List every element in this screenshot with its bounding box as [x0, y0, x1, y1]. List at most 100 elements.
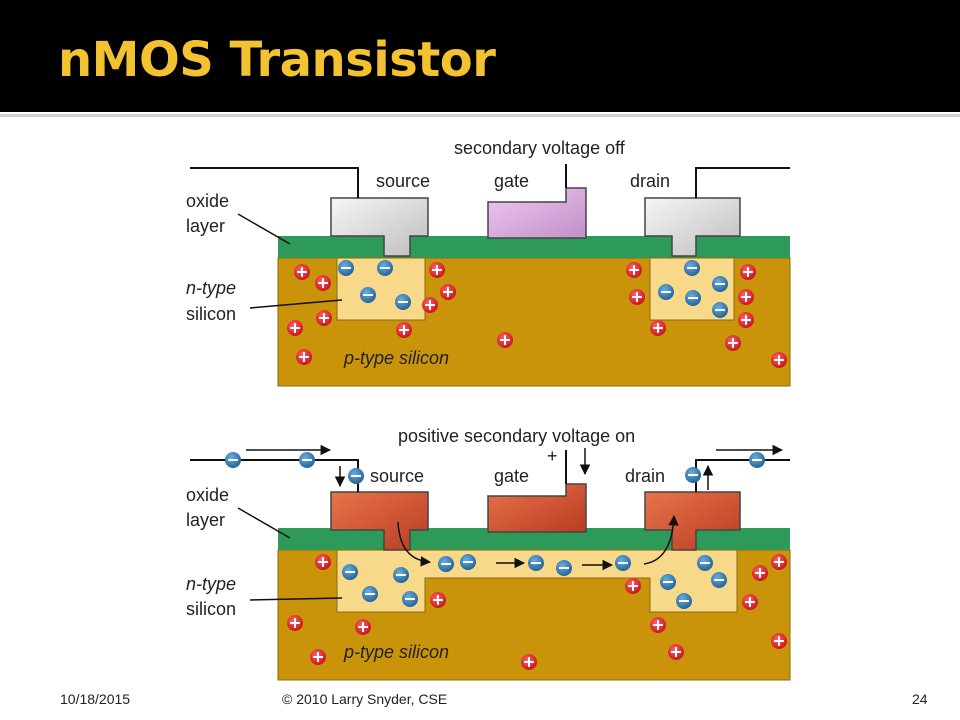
drain-wire-off	[695, 167, 790, 198]
electron	[348, 468, 364, 484]
hole	[294, 264, 310, 280]
hole	[430, 592, 446, 608]
gate-electrode-off	[487, 187, 587, 239]
hole	[310, 649, 326, 665]
drain-electrode-off	[644, 197, 741, 257]
hole	[422, 297, 438, 313]
electron	[615, 555, 631, 571]
electron	[685, 290, 701, 306]
hole	[650, 617, 666, 633]
electron	[360, 287, 376, 303]
drain-electrode-on	[644, 491, 741, 551]
hole	[668, 644, 684, 660]
slide-title: nMOS Transistor	[58, 32, 496, 88]
ptype-label-off: p-type silicon	[343, 348, 449, 368]
hole	[287, 320, 303, 336]
n-channel-on	[336, 549, 738, 613]
electron	[338, 260, 354, 276]
page-number: 24	[912, 691, 928, 707]
hole	[315, 275, 331, 291]
electron	[402, 591, 418, 607]
footer-copyright: © 2010 Larry Snyder, CSE	[282, 691, 448, 707]
gate-electrode-on	[487, 483, 587, 533]
hole	[725, 335, 741, 351]
electron	[528, 555, 544, 571]
oxide-layer-off	[278, 236, 790, 258]
hole	[650, 320, 666, 336]
gate-label-off: gate	[494, 171, 529, 191]
source-label-off: source	[376, 171, 430, 191]
hole	[771, 352, 787, 368]
electron	[556, 560, 572, 576]
hole	[738, 312, 754, 328]
electron	[377, 260, 393, 276]
hole	[396, 322, 412, 338]
electron	[685, 467, 701, 483]
title-bar: nMOS Transistor	[0, 0, 960, 112]
electron	[711, 572, 727, 588]
source-electrode-off	[330, 197, 429, 257]
ntype-label-on-1: n-type	[186, 574, 236, 594]
oxide-label-on-2: layer	[186, 510, 225, 530]
hole	[742, 594, 758, 610]
ntype-label-on-2: silicon	[186, 599, 236, 619]
hole	[740, 264, 756, 280]
gate-plus-sign: +	[547, 446, 558, 466]
hole	[738, 289, 754, 305]
drain-label-off: drain	[630, 171, 670, 191]
electron	[712, 276, 728, 292]
caption-on: positive secondary voltage on	[398, 426, 635, 446]
electron	[225, 452, 241, 468]
source-wire-off	[190, 167, 359, 198]
electron	[395, 294, 411, 310]
electron	[460, 554, 476, 570]
ntype-label-off-2: silicon	[186, 304, 236, 324]
holes-on	[287, 554, 787, 670]
electron	[299, 452, 315, 468]
nmos-diagram: secondary voltage off source gate drain …	[186, 138, 791, 681]
source-electrode-on	[330, 491, 429, 551]
caption-off: secondary voltage off	[454, 138, 626, 158]
drain-wire-on	[695, 459, 790, 492]
electrons-off	[338, 260, 728, 318]
diagram-off: secondary voltage off source gate drain …	[186, 138, 791, 387]
oxide-leader-on	[237, 507, 291, 539]
flow-arrow-channel-drain	[643, 514, 679, 565]
hole	[296, 349, 312, 365]
electron	[712, 302, 728, 318]
hole	[316, 310, 332, 326]
electron	[749, 452, 765, 468]
hole	[521, 654, 537, 670]
electron	[393, 567, 409, 583]
hole	[629, 289, 645, 305]
hole	[287, 615, 303, 631]
flow-arrow-source-channel	[397, 521, 432, 567]
electron	[697, 555, 713, 571]
footer-date: 10/18/2015	[60, 691, 131, 707]
electron	[342, 564, 358, 580]
ntype-label-off-1: n-type	[186, 278, 236, 298]
source-label-on: source	[370, 466, 424, 486]
oxide-leader-off	[237, 213, 291, 245]
electron	[438, 556, 454, 572]
hole	[771, 554, 787, 570]
ntype-leader-off	[249, 299, 343, 309]
electron	[658, 284, 674, 300]
hole	[752, 565, 768, 581]
hole	[625, 578, 641, 594]
electron	[684, 260, 700, 276]
hole	[626, 262, 642, 278]
electron	[362, 586, 378, 602]
electron	[676, 593, 692, 609]
oxide-label-on-1: oxide	[186, 485, 229, 505]
diagram-on: positive secondary voltage on source gat…	[186, 426, 791, 681]
ptype-label-on: p-type silicon	[343, 642, 449, 662]
drain-label-on: drain	[625, 466, 665, 486]
electrons-on	[225, 452, 765, 609]
hole	[355, 619, 371, 635]
oxide-label-off-2: layer	[186, 216, 225, 236]
hole	[497, 332, 513, 348]
ntype-leader-on	[249, 597, 343, 601]
hole	[771, 633, 787, 649]
hole	[440, 284, 456, 300]
